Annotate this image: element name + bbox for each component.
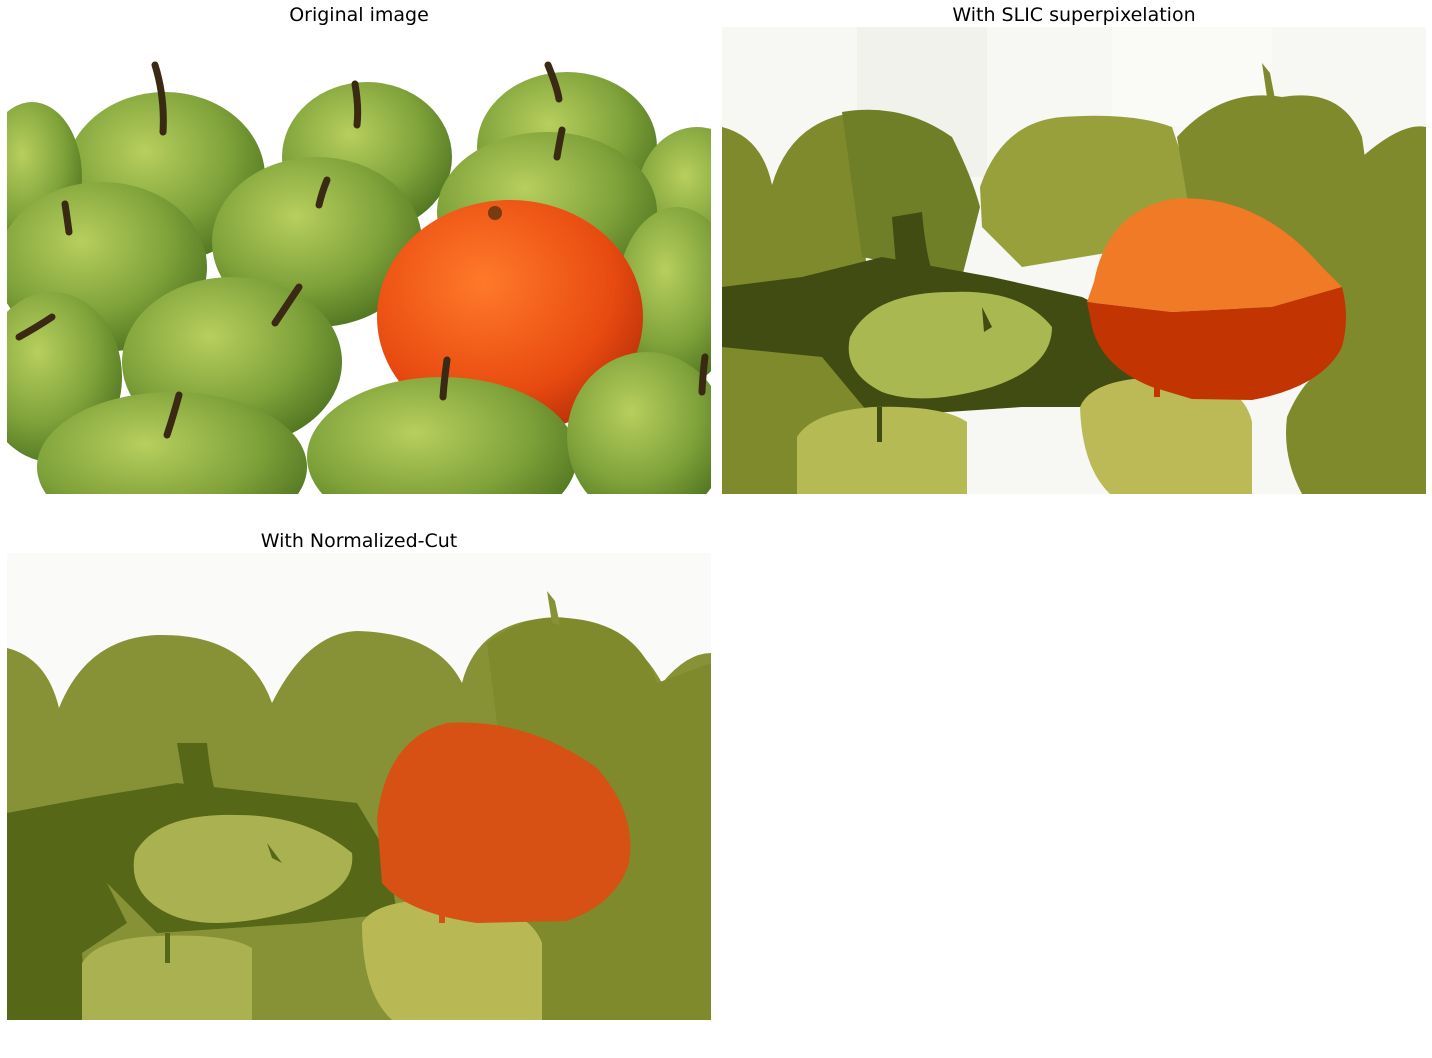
panel-title-original: Original image [289, 4, 429, 26]
panel-title-ncut: With Normalized-Cut [260, 530, 458, 552]
panel-title-slic: With SLIC superpixelation [952, 4, 1196, 26]
slic-superpixel-image [722, 27, 1426, 494]
ncut-image [7, 553, 711, 1020]
original-image [7, 27, 711, 494]
